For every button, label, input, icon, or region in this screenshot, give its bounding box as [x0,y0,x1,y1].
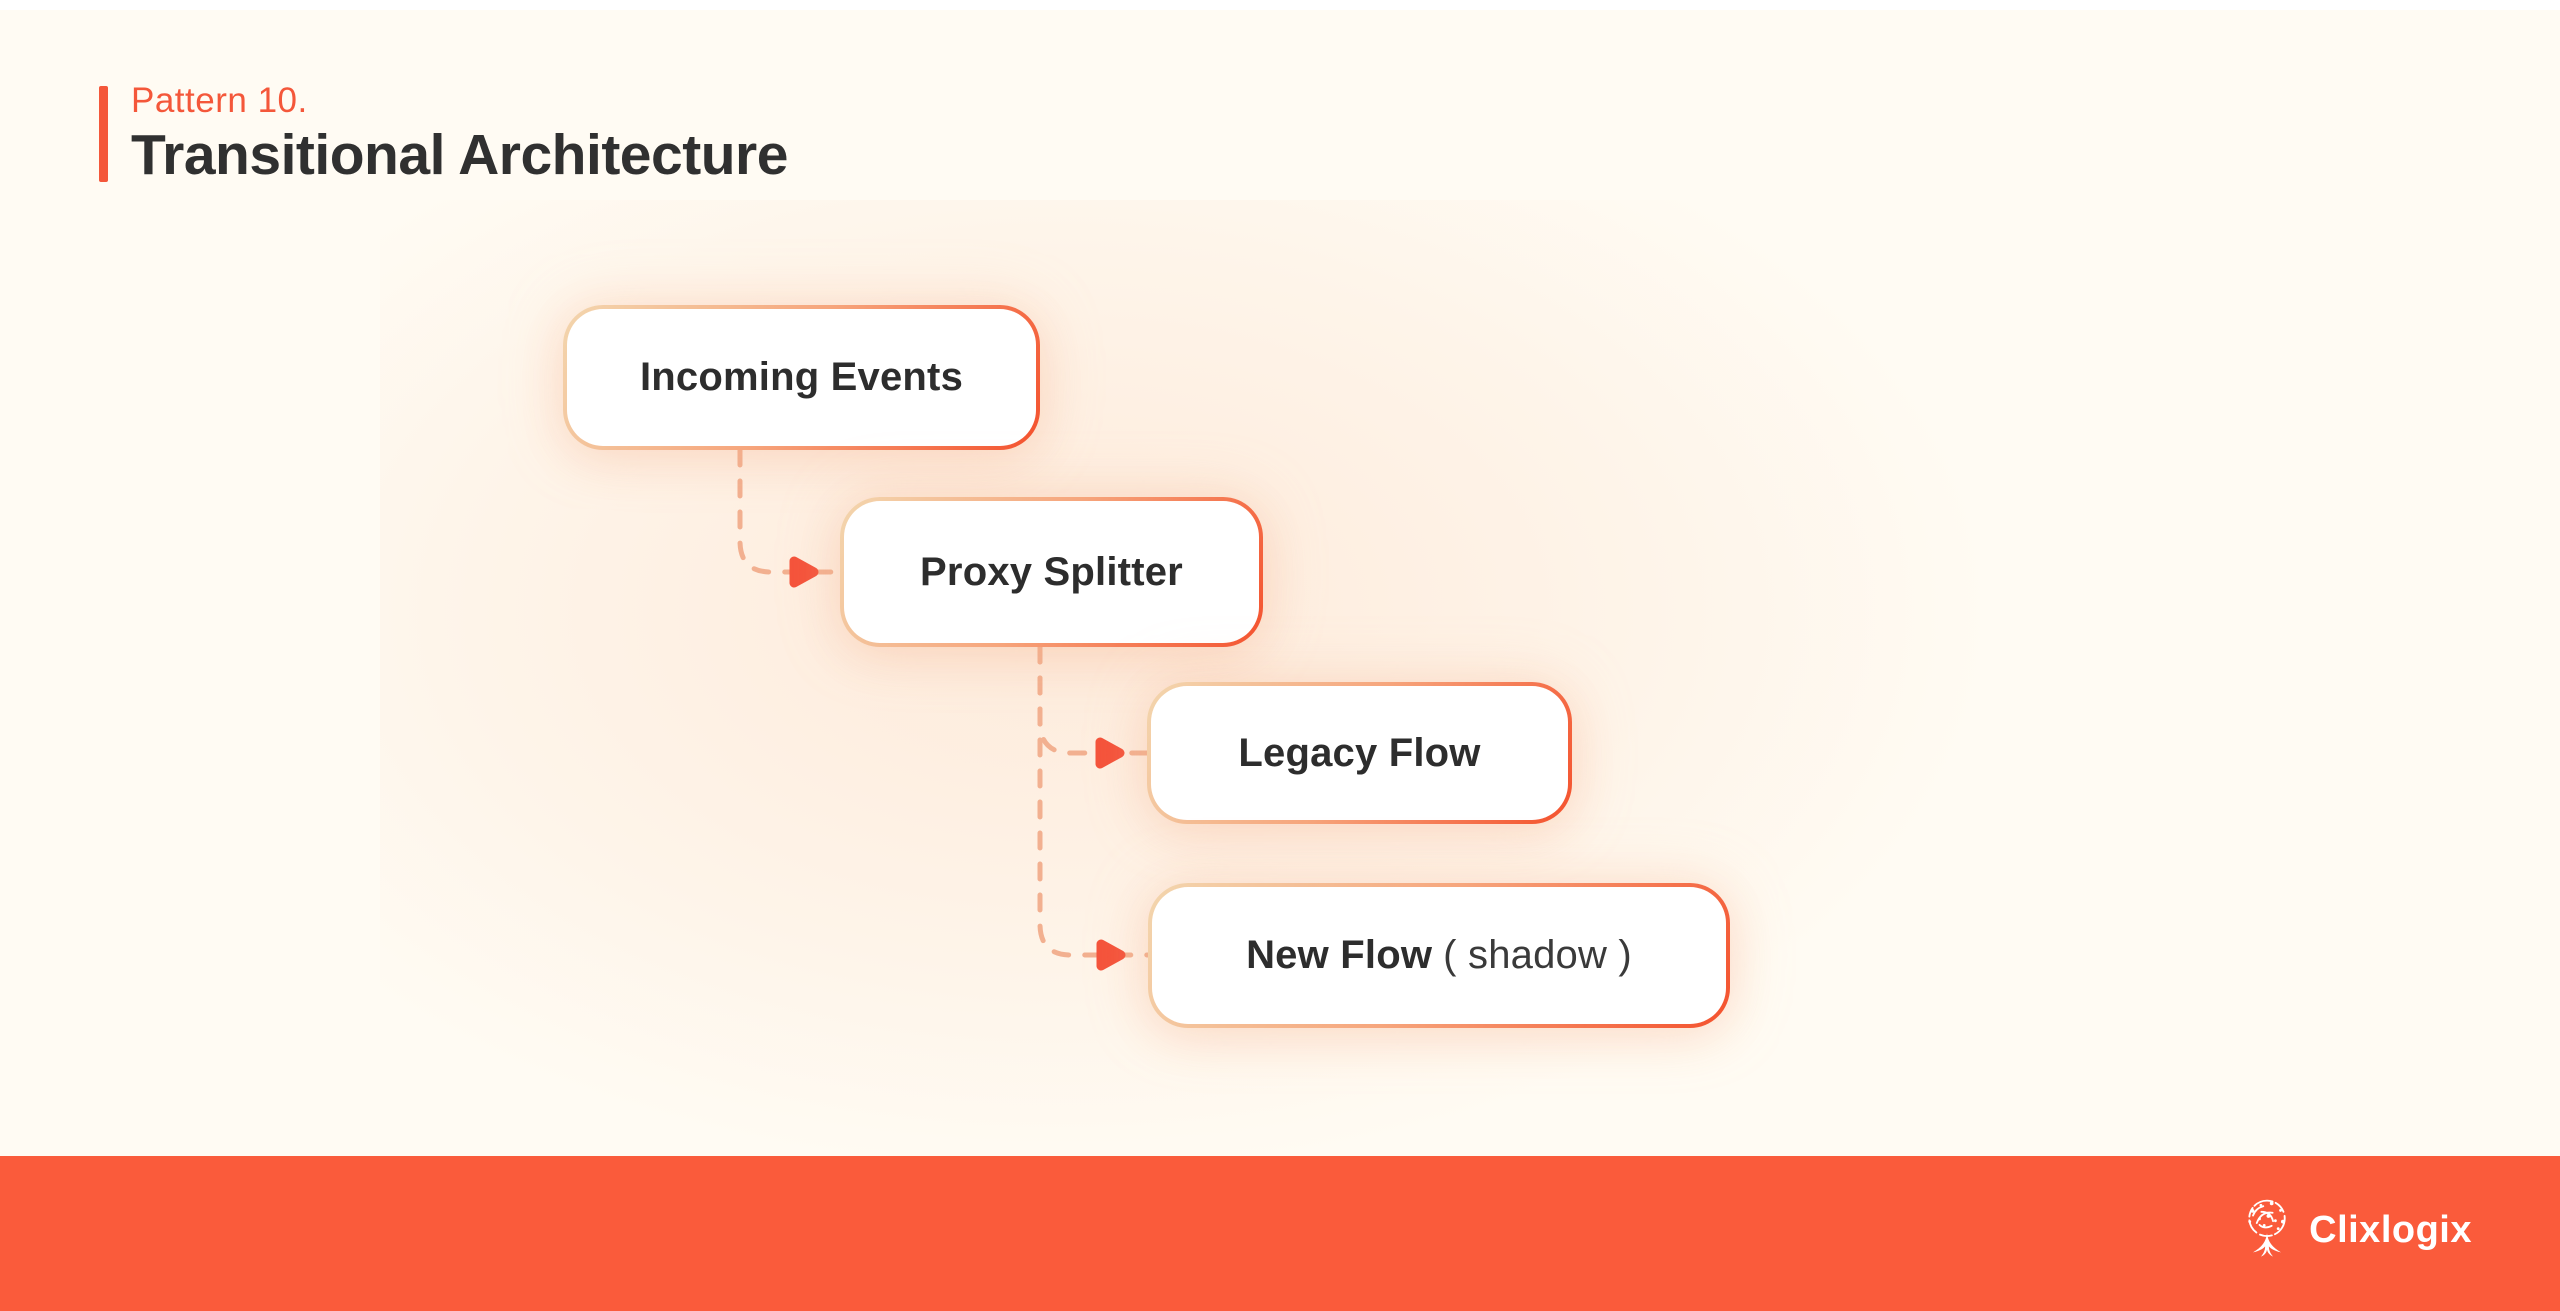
node-body: New Flow( shadow ) [1152,887,1726,1024]
arrowhead-icon [1096,939,1126,971]
node-proxy-splitter: Proxy Splitter [840,497,1263,647]
node-label: Incoming Events [639,355,964,399]
header-text: Pattern 10. Transitional Architecture [131,81,788,187]
node-label-suffix: ( shadow ) [1443,933,1632,977]
brand-name: Clixlogix [2309,1208,2472,1251]
node-label: Legacy Flow [1238,730,1481,775]
arrowhead-icon [1095,737,1125,769]
connector-incoming-to-proxy [737,447,843,575]
node-label: Proxy Splitter [920,549,1183,594]
connector-proxy-to-newflow [1037,644,1151,958]
node-legacy-flow: Legacy Flow [1147,682,1572,824]
clixlogix-tree-icon [2248,1199,2286,1257]
node-body: Proxy Splitter [844,501,1259,643]
brand-logo: Clixlogix [2239,1192,2472,1268]
node-new-flow: New Flow( shadow ) [1148,883,1730,1028]
accent-bar [99,86,108,182]
node-body: Legacy Flow [1151,686,1568,820]
connector-proxy-to-legacy [1037,644,1150,756]
page-title: Transitional Architecture [131,122,788,187]
footer-bar: Clixlogix [0,1156,2560,1311]
node-body: Incoming Events [567,309,1036,446]
node-incoming-events: Incoming Events [563,305,1040,450]
header: Pattern 10. Transitional Architecture [99,81,788,187]
pattern-eyebrow: Pattern 10. [131,81,308,120]
top-white-strip [0,0,2560,10]
arrowhead-icon [789,556,819,588]
node-label: New Flow( shadow ) [1246,933,1632,978]
node-label-main: New Flow [1246,933,1433,977]
